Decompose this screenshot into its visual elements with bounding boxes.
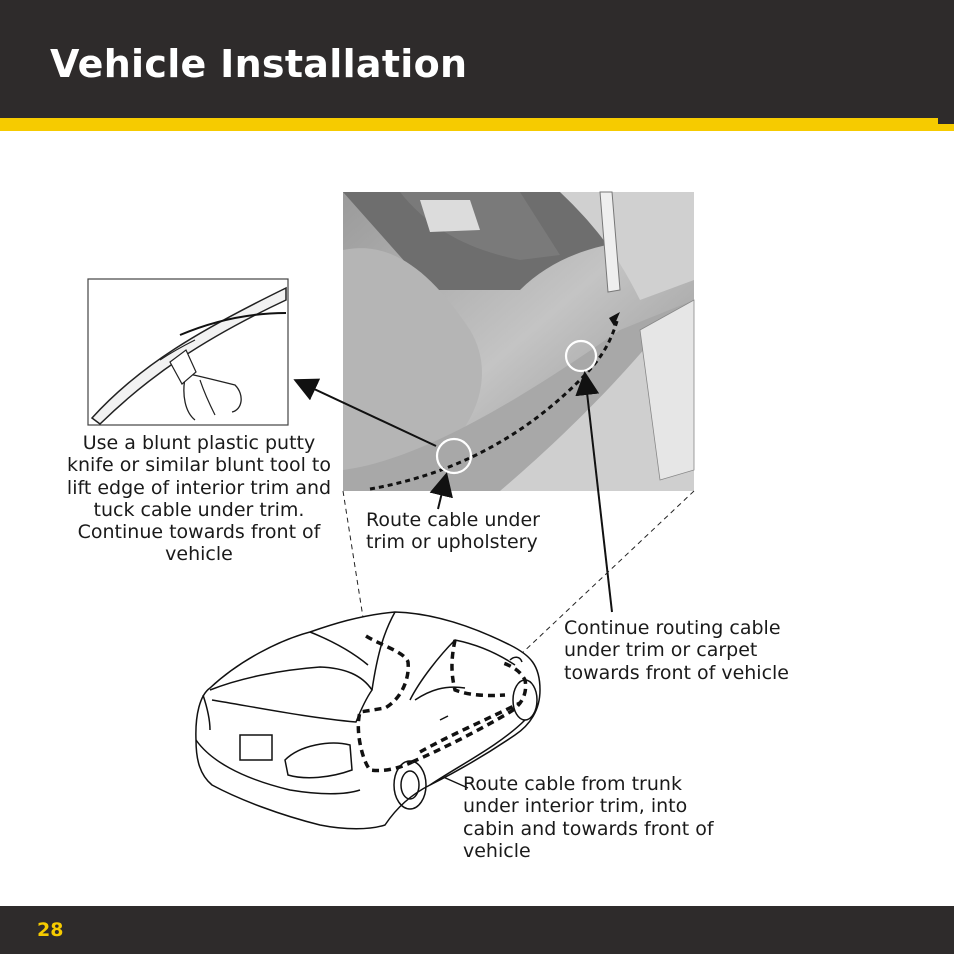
header-bar bbox=[0, 0, 954, 118]
page-title: Vehicle Installation bbox=[50, 42, 468, 86]
callout-route-under-trim: Route cable under trim or upholstery bbox=[366, 509, 540, 554]
footer-bar bbox=[0, 906, 954, 954]
accent-stripe bbox=[0, 118, 954, 131]
callout-putty-knife: Use a blunt plastic putty knife or simil… bbox=[66, 432, 332, 566]
arrow-trim bbox=[429, 472, 453, 510]
callout-continue-routing: Continue routing cable under trim or car… bbox=[564, 617, 789, 684]
hand-tucking-cable-icon bbox=[87, 278, 289, 426]
sedan-rear-view-icon bbox=[195, 611, 541, 830]
projection-line-right bbox=[429, 490, 695, 741]
car-cable-route bbox=[356, 634, 528, 773]
car-interior-floor-photo bbox=[343, 191, 695, 491]
callout-route-from-trunk: Route cable from trunk under interior tr… bbox=[463, 773, 714, 862]
accent-notch bbox=[938, 118, 954, 124]
arrow-to-detail bbox=[293, 378, 437, 447]
page-number: 28 bbox=[37, 919, 64, 941]
